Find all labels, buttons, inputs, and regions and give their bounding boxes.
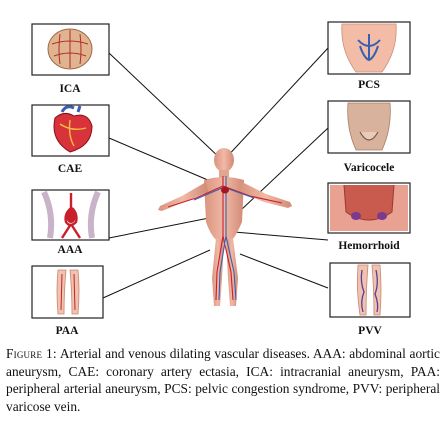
legs-varicose-icon <box>356 264 382 316</box>
leader-lines <box>102 47 329 299</box>
label-cae: CAE <box>58 163 83 175</box>
panel-aaa: AAA <box>31 189 110 256</box>
figure-caption: Figure 1: Arterial and venous dilating v… <box>6 345 440 415</box>
brain-icon <box>47 28 93 70</box>
label-aaa: AAA <box>58 244 84 256</box>
label-varicocele: Varicocele <box>344 162 395 174</box>
vascular-diseases-diagram: ICA CAE AAA PAA <box>31 21 411 337</box>
label-paa: PAA <box>56 325 79 337</box>
panel-cae: CAE <box>31 104 110 175</box>
label-pcs: PCS <box>358 79 380 91</box>
panel-hemorrhoid: Hemorrhoid <box>327 182 411 252</box>
caption-text: Arterial and venous dilating vascular di… <box>6 346 440 414</box>
rectum-icon <box>330 184 408 231</box>
leg-icon <box>56 269 80 315</box>
label-pvv: PVV <box>358 325 382 337</box>
label-ica: ICA <box>59 83 81 95</box>
panel-ica: ICA <box>31 23 110 95</box>
panel-pcs: PCS <box>327 21 411 91</box>
pelvis-icon <box>341 23 397 73</box>
human-body-figure <box>158 148 292 306</box>
panel-varicocele: Varicocele <box>327 100 411 174</box>
heart-icon <box>53 105 93 153</box>
aorta-icon <box>41 190 101 239</box>
figure-label: Figure 1: <box>6 346 57 361</box>
torso-icon <box>347 102 391 151</box>
panel-pvv: PVV <box>329 262 411 337</box>
panel-paa: PAA <box>31 265 104 337</box>
label-hemorrhoid: Hemorrhoid <box>338 240 400 252</box>
